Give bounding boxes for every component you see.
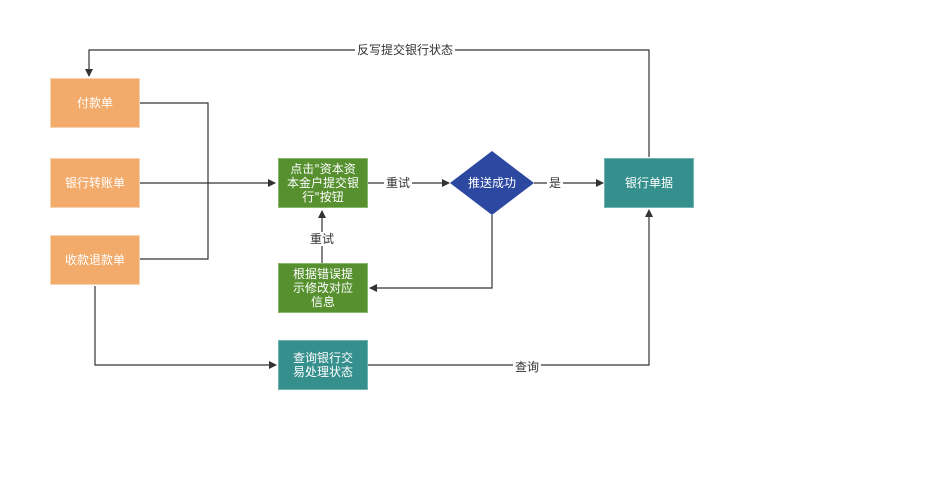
node-bank-transfer-order: 银行转账单 xyxy=(50,158,140,208)
edge-refund-to-query xyxy=(94,286,277,369)
node-refund-order: 收款退款单 xyxy=(50,235,140,285)
node-payment-order: 付款单 xyxy=(50,78,140,128)
edge-payment-to-submit xyxy=(140,102,209,183)
node-label: 推送成功 xyxy=(467,176,516,190)
edge-refund-to-submit xyxy=(140,183,209,260)
edge-push-to-fix xyxy=(369,215,493,292)
edge-label-retry-up: 重试 xyxy=(308,232,337,246)
decision-diamond xyxy=(450,151,534,215)
node-label: 银行单据 xyxy=(624,176,673,190)
edge-label-query: 查询 xyxy=(513,360,542,374)
node-label: 银行转账单 xyxy=(64,176,125,190)
edge-label-write-back: 反写提交银行状态 xyxy=(355,43,456,57)
node-label: 付款单 xyxy=(76,96,113,110)
node-submit-button: 点击"资本资本金户提交银行"按钮 xyxy=(278,158,368,208)
node-label: 点击"资本资本金户提交银行"按钮 xyxy=(287,162,360,204)
node-bank-document: 银行单据 xyxy=(604,158,694,208)
node-fix-info: 根据错误提示修改对应信息 xyxy=(278,263,368,313)
edge-label-retry-right: 重试 xyxy=(384,176,413,190)
node-label: 收款退款单 xyxy=(64,253,125,267)
node-push-success: 推送成功 xyxy=(450,170,534,196)
edge-label-yes: 是 xyxy=(547,176,564,190)
node-label: 查询银行交易处理状态 xyxy=(292,351,353,379)
node-query-status: 查询银行交易处理状态 xyxy=(278,340,368,390)
node-label: 根据错误提示修改对应信息 xyxy=(292,267,353,309)
edge-query-to-bank xyxy=(368,209,653,366)
